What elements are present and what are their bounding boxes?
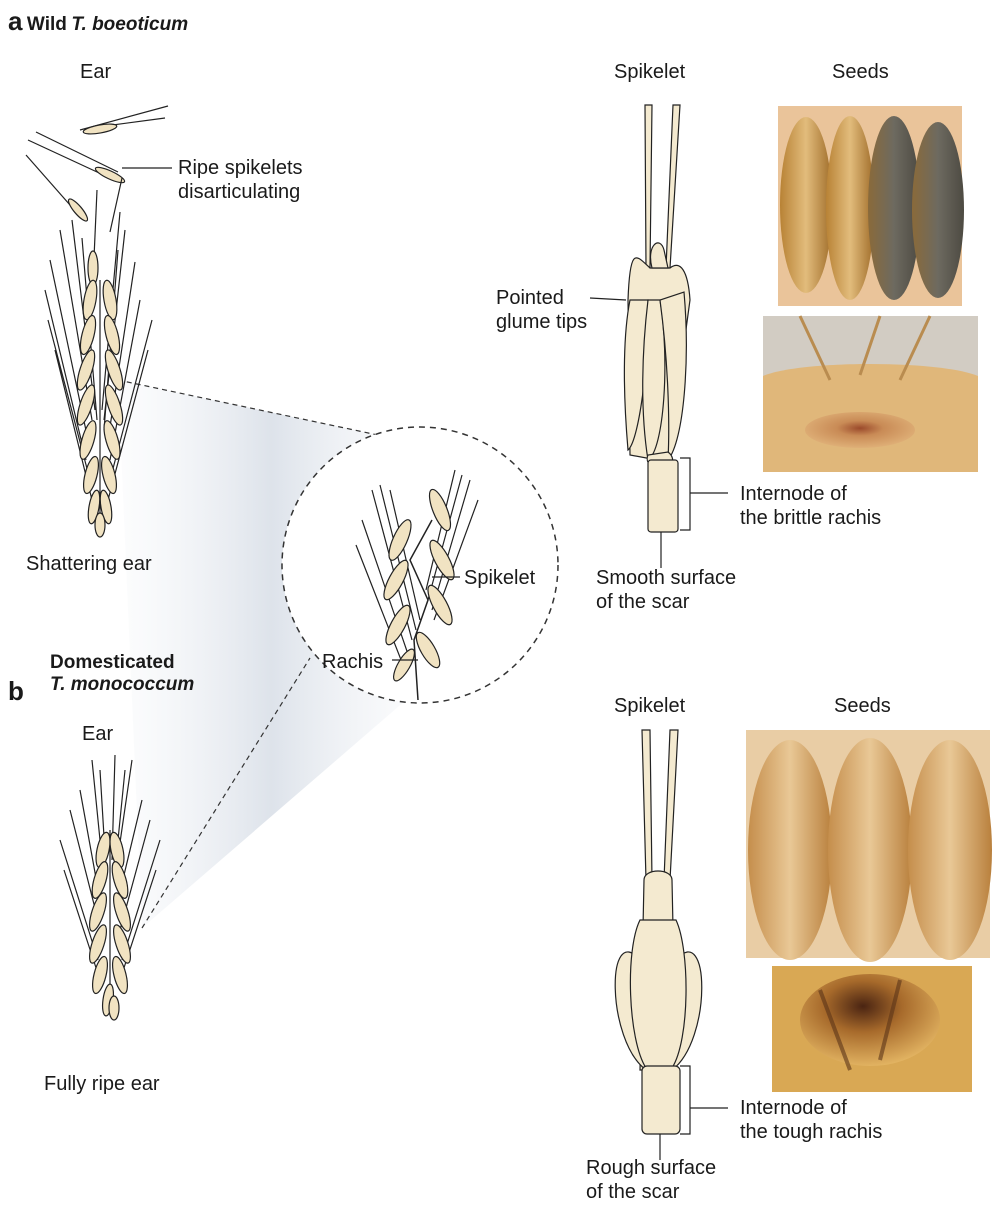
domesticated-spikelet-drawing	[615, 730, 702, 1134]
panel-b-seeds-header: Seeds	[834, 694, 891, 718]
panel-a-ear-label: Ear	[80, 60, 111, 84]
panel-b-ear-label: Ear	[82, 722, 113, 746]
brittle-rachis-internode-label: Internode of the brittle rachis	[740, 482, 881, 530]
domesticated-scar-photo	[772, 966, 972, 1092]
domesticated-seeds-photo	[746, 730, 992, 962]
rough-scar-label: Rough surface of the scar	[586, 1156, 716, 1204]
panel-b-title-line1: Domesticated	[50, 652, 175, 674]
panel-b-spikelet-header: Spikelet	[614, 694, 685, 718]
fully-ripe-ear-label: Fully ripe ear	[44, 1072, 160, 1096]
panel-a-letter: a	[8, 6, 22, 36]
panel-a-title: a Wild T. boeoticum	[8, 6, 188, 37]
smooth-scar-label: Smooth surface of the scar	[596, 566, 736, 614]
tough-rachis-internode-label: Internode of the tough rachis	[740, 1096, 882, 1144]
panel-a-title-species: T. boeoticum	[71, 14, 188, 35]
pointed-glume-tips-label: Pointed glume tips	[496, 286, 587, 334]
panel-b-title-species: T. monococcum	[50, 674, 194, 696]
ripe-spikelets-label: Ripe spikelets disarticulating	[178, 156, 303, 204]
panel-a-seeds-header: Seeds	[832, 60, 889, 84]
wild-scar-photo	[763, 316, 978, 472]
panel-a-spikelet-header: Spikelet	[614, 60, 685, 84]
panel-a-title-prefix: Wild	[27, 14, 67, 35]
panel-b-letter: b	[8, 676, 24, 707]
inset-rachis-label: Rachis	[322, 650, 383, 674]
shattering-ear-label: Shattering ear	[26, 552, 152, 576]
wild-spikelet-drawing	[624, 105, 690, 532]
inset-spikelet-label: Spikelet	[464, 566, 535, 590]
wild-seeds-photo	[778, 106, 964, 306]
